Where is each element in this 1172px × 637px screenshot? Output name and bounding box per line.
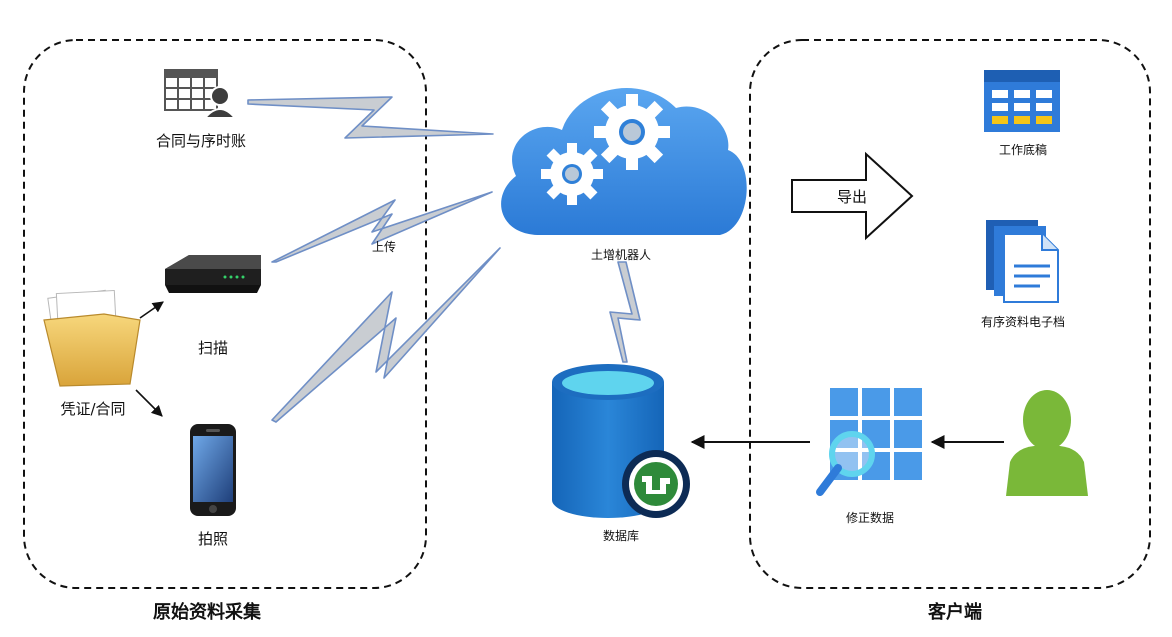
robot-label: 土增机器人 xyxy=(590,248,652,262)
bolt-phone-cloud xyxy=(271,247,501,423)
grid-search-icon xyxy=(816,388,922,496)
arrow-voucher-photo xyxy=(135,389,163,417)
ledger-label: 合同与序时账 xyxy=(155,132,247,150)
eaf-label: 有序资料电子档 xyxy=(980,315,1066,329)
arrow-voucher-scan xyxy=(139,301,164,319)
left-group-boundary xyxy=(23,39,427,589)
export-arrow-shape xyxy=(791,151,914,241)
fix-data-label: 修正数据 xyxy=(845,511,895,525)
workpaper-label: 工作底稿 xyxy=(998,143,1048,157)
spreadsheet-user-icon xyxy=(164,69,238,119)
photo-label: 拍照 xyxy=(197,530,229,548)
right-group-title: 客户端 xyxy=(928,602,982,623)
user-icon xyxy=(1006,390,1088,496)
scan-label: 扫描 xyxy=(197,339,229,357)
folder-documents-icon xyxy=(43,289,141,387)
export-label: 导出 xyxy=(836,188,868,206)
stacked-documents-icon xyxy=(986,220,1059,303)
scanner-device-icon xyxy=(165,255,261,293)
bolt-ledger-cloud xyxy=(247,96,494,139)
database-label: 数据库 xyxy=(602,529,640,543)
database-icon xyxy=(552,364,690,518)
right-group-boundary xyxy=(749,39,1151,589)
cloud-gears-icon xyxy=(501,88,747,235)
left-group-title: 原始资料采集 xyxy=(153,602,261,623)
bolt-db-cloud xyxy=(609,261,641,363)
upload-label: 上传 xyxy=(371,240,397,254)
smartphone-icon xyxy=(190,424,236,516)
table-grid-icon xyxy=(984,70,1060,132)
bolt-scan-cloud xyxy=(271,191,493,263)
lightning-connectors xyxy=(247,96,641,423)
voucher-label: 凭证/合同 xyxy=(60,400,126,418)
